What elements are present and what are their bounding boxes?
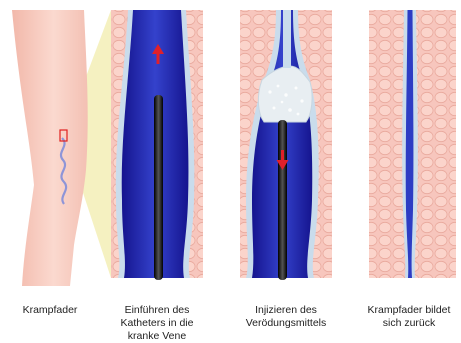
caption-inject: Injizieren des Verödungsmittels bbox=[232, 304, 340, 330]
caption-leg: Krampfader bbox=[10, 304, 90, 317]
catheter bbox=[278, 120, 287, 280]
leg-illustration bbox=[12, 10, 88, 286]
caption-catheter: Einführen des Katheters in die kranke Ve… bbox=[104, 304, 210, 343]
foam-tube bbox=[283, 10, 291, 68]
panel-catheter bbox=[111, 10, 203, 280]
panel-inject bbox=[240, 10, 332, 280]
catheter bbox=[154, 95, 163, 280]
panel-shrink bbox=[369, 10, 456, 278]
caption-shrink: Krampfader bildet sich zurück bbox=[358, 304, 460, 330]
